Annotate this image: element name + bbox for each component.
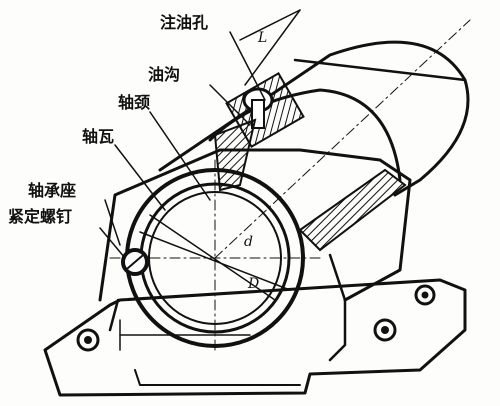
right-section-hatch	[298, 168, 407, 252]
dim-big-d: D	[247, 276, 259, 292]
bolt-hole-left	[76, 328, 100, 352]
label-set-screw: 紧定螺钉	[8, 207, 72, 226]
bolt-hole-right-back	[414, 284, 436, 306]
label-journal: 轴颈	[118, 93, 150, 112]
dim-length: L	[257, 30, 267, 46]
label-bearing-seat: 轴承座	[28, 181, 76, 200]
bearing-seat	[98, 148, 412, 302]
label-oil-groove: 油沟	[148, 65, 180, 84]
bolt-hole-right-front	[373, 318, 397, 342]
label-bearing-bush: 轴瓦	[82, 127, 114, 146]
dim-small-d: d	[244, 234, 253, 250]
label-oil-hole: 注油孔	[160, 13, 208, 32]
